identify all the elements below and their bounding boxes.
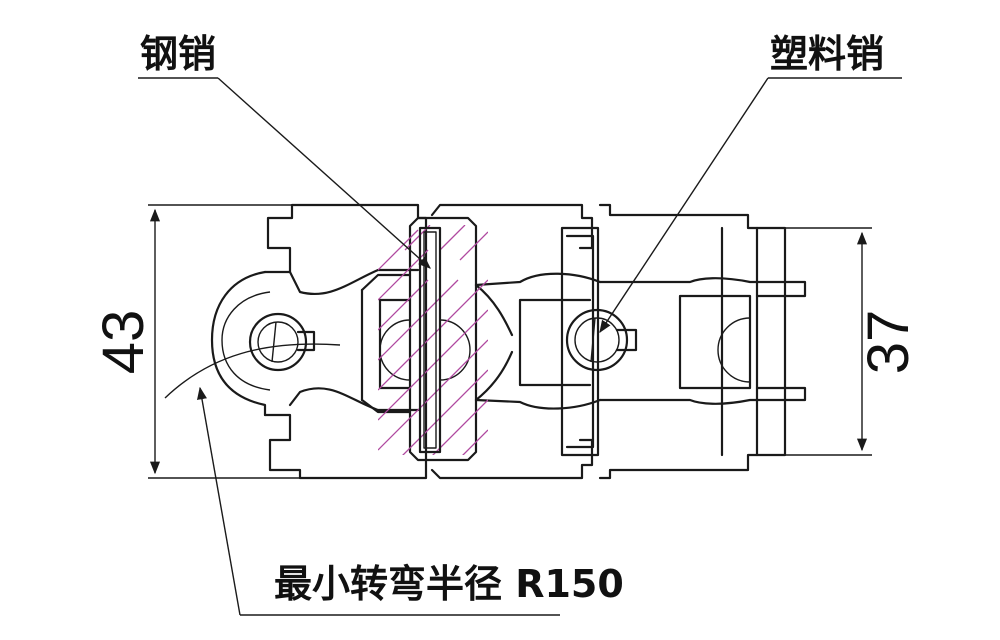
steel-pin-callout: 钢销 xyxy=(138,32,431,269)
dimension-43: 43 xyxy=(91,204,300,479)
center-link xyxy=(360,203,602,480)
min-radius-label: 最小转弯半径 R150 xyxy=(274,562,624,606)
dimension-37: 37 xyxy=(785,227,921,456)
min-radius-callout: 最小转弯半径 R150 xyxy=(197,386,624,616)
dimension-43-label: 43 xyxy=(91,310,156,375)
plastic-pin-callout: 塑料销 xyxy=(599,32,902,334)
left-link xyxy=(210,203,428,480)
steel-pin-label: 钢销 xyxy=(140,32,216,76)
radius-arc xyxy=(164,343,341,399)
dimension-37-label: 37 xyxy=(856,310,921,375)
plastic-pin-label: 塑料销 xyxy=(770,32,884,76)
right-link xyxy=(518,203,807,480)
